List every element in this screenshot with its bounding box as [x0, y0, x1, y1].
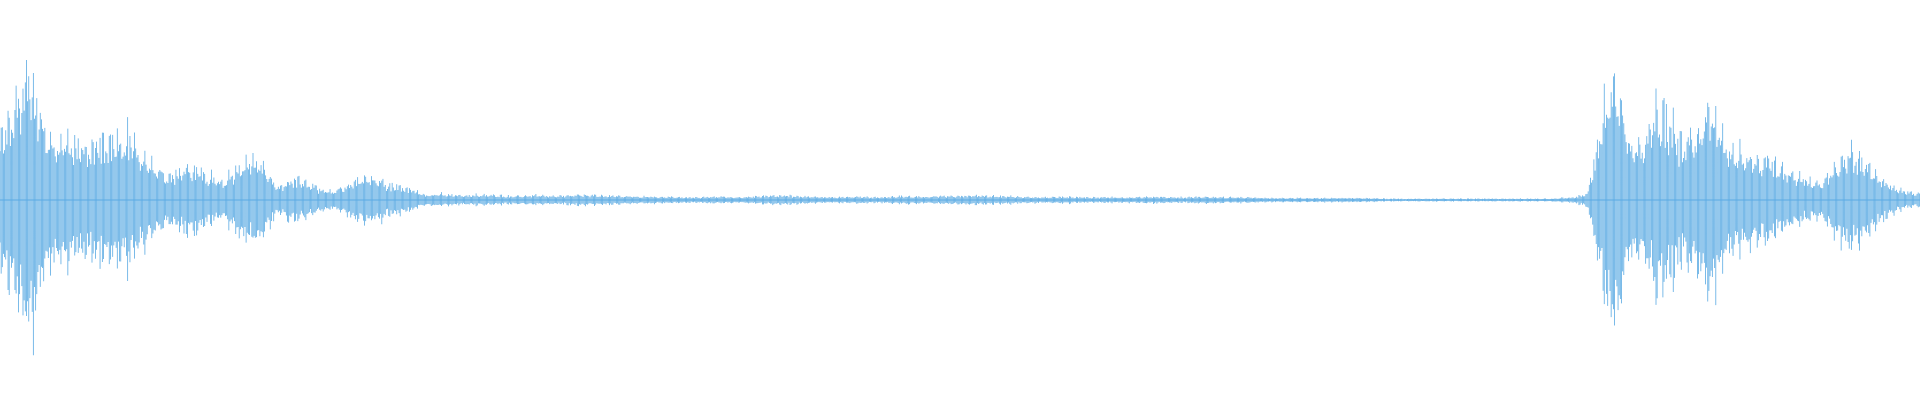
waveform-trace	[0, 60, 1920, 356]
waveform-samples	[0, 60, 1920, 356]
